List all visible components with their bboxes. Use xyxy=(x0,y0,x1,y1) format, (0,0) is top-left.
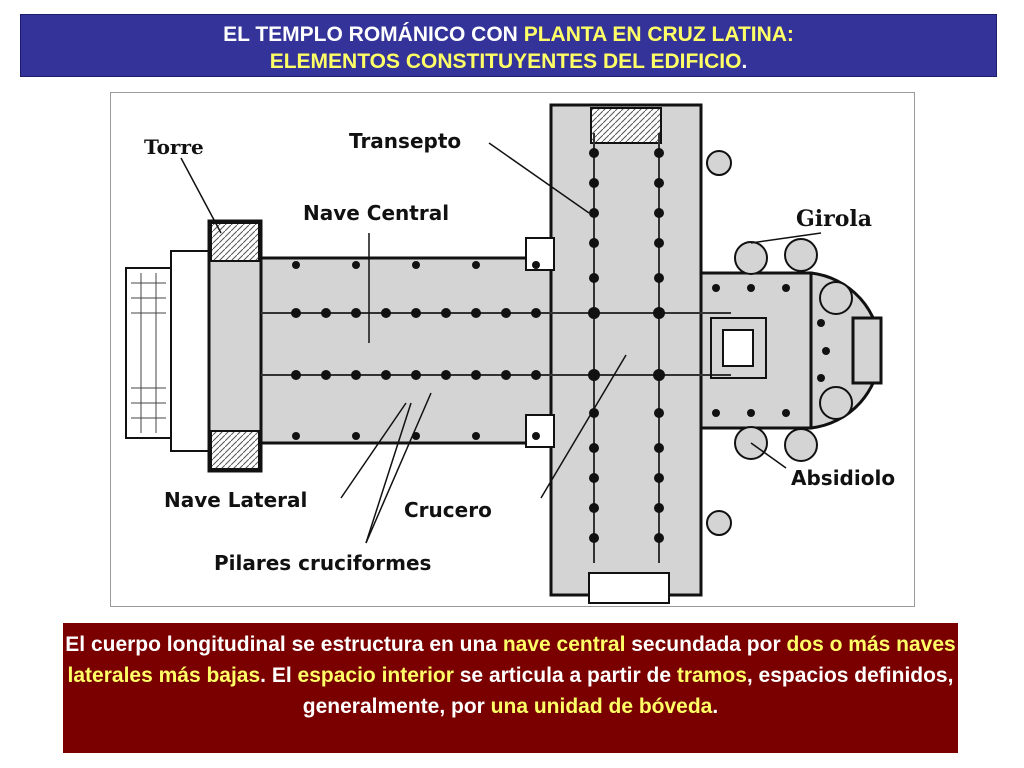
desc-text-5: , espacios definidos, generalmente, por xyxy=(302,664,954,718)
desc-highlight-tramos: tramos xyxy=(676,664,747,687)
altar-inner xyxy=(722,329,754,367)
slide-title: EL TEMPLO ROMÁNICO CON PLANTA EN CRUZ LA… xyxy=(20,14,997,77)
label-crucero: Crucero xyxy=(404,498,492,522)
desc-text-6: . xyxy=(712,695,719,718)
church-floor-plan: Torre Transepto Nave Central Girola Absi… xyxy=(110,92,915,607)
title-text: EL TEMPLO ROMÁNICO CON xyxy=(223,23,524,46)
title-highlight-plan: PLANTA EN CRUZ LATINA: xyxy=(523,23,794,46)
desc-text-4: se articula a partir de xyxy=(453,664,677,687)
title-line-1: EL TEMPLO ROMÁNICO CON PLANTA EN CRUZ LA… xyxy=(21,21,996,48)
label-nave-lateral: Nave Lateral xyxy=(164,488,308,512)
label-nave-central: Nave Central xyxy=(303,201,450,225)
stair-north xyxy=(525,237,555,271)
title-line-2: ELEMENTOS CONSTITUYENTES DEL EDIFICIO. xyxy=(21,48,996,75)
label-transepto: Transepto xyxy=(349,129,462,153)
label-torre: Torre xyxy=(144,135,204,159)
title-period: . xyxy=(741,50,748,73)
vault-lines xyxy=(261,133,731,563)
church-walls xyxy=(125,103,883,597)
desc-text-1: El cuerpo longitudinal se estructura en … xyxy=(65,633,503,656)
description-box: El cuerpo longitudinal se estructura en … xyxy=(63,623,958,753)
altar-outer xyxy=(710,317,767,379)
entrance-steps xyxy=(131,273,166,433)
desc-highlight-nave-central: nave central xyxy=(502,633,626,656)
tower-south xyxy=(210,430,260,470)
label-girola: Girola xyxy=(796,206,873,232)
leader-lines xyxy=(180,142,822,544)
stair-south xyxy=(525,414,555,448)
label-absidiolo: Absidiolo xyxy=(791,466,896,490)
north-portal xyxy=(590,107,662,144)
south-portal xyxy=(588,572,670,604)
label-pilares-cruciformes: Pilares cruciformes xyxy=(214,551,432,575)
desc-text-3: . El xyxy=(260,664,298,687)
desc-highlight-naves-laterales: dos o más naves laterales más bajas xyxy=(67,633,956,687)
desc-highlight-espacio-interior: espacio interior xyxy=(297,664,454,687)
title-highlight-elements: ELEMENTOS CONSTITUYENTES DEL EDIFICIO xyxy=(269,50,742,73)
cruciform-piers xyxy=(291,148,830,543)
radiating-chapels xyxy=(706,150,853,536)
floor-plan-drawing xyxy=(125,103,883,604)
desc-highlight-unidad-boveda: una unidad de bóveda xyxy=(490,695,713,718)
desc-text-2: secundada por xyxy=(625,633,787,656)
